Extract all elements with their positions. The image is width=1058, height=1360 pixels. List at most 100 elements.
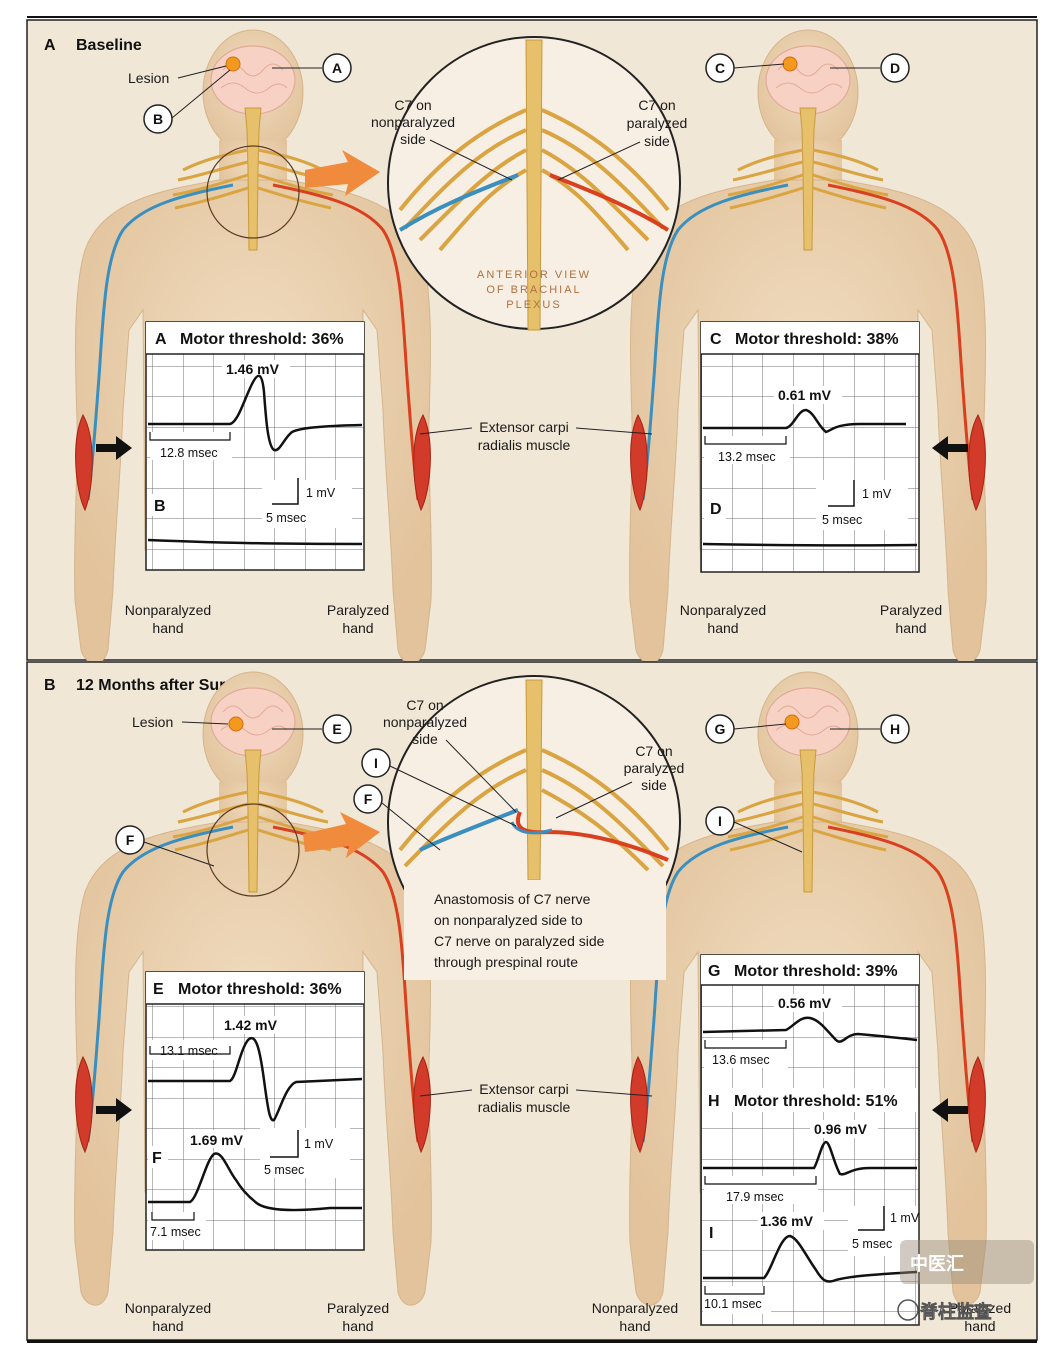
panel-f-latency: 7.1 msec (150, 1225, 201, 1239)
c7-nonparalyzed-b-2: nonparalyzed (383, 714, 467, 730)
anastomosis-2: on nonparalyzed side to (434, 912, 583, 928)
c7-paralyzed-b-1: C7 on (635, 743, 672, 759)
hand-paralyzed-b-2: hand (342, 1318, 373, 1334)
neck-zoom-ring-b (206, 803, 300, 897)
hand-nonparalyzed-b-3: Nonparalyzed (592, 1300, 678, 1316)
extensor-label-b-2: radialis muscle (478, 1099, 571, 1115)
hand-nonparalyzed-a-1: Nonparalyzed (125, 602, 211, 618)
panel-e-letter: E (153, 981, 164, 998)
panel-f-letter: F (152, 1150, 162, 1167)
hand-nonparalyzed-a-3: Nonparalyzed (680, 602, 766, 618)
section-a-title: Baseline (76, 37, 142, 54)
callout-a: A (332, 60, 342, 76)
hand-paralyzed-b-3: Paralyzed (949, 1300, 1011, 1316)
panel-a-scale-v: 1 mV (306, 486, 336, 500)
section-a-letter: A (44, 37, 56, 54)
anterior-view-3: PLEXUS (506, 299, 561, 311)
callout-i-right: I (718, 813, 722, 829)
watermark-line1: 中医汇 (910, 1253, 964, 1274)
c7-nonparalyzed-b-3: side (412, 731, 438, 747)
hand-paralyzed-a-3: Paralyzed (880, 602, 942, 618)
extensor-label-a-2: radialis muscle (478, 437, 571, 453)
panel-e-title: Motor threshold: 36% (178, 981, 342, 998)
panel-h-title: Motor threshold: 51% (734, 1093, 898, 1110)
mep-panel-c: C Motor threshold: 38% 0.61 mV 13.2 msec… (700, 321, 920, 573)
callout-b: B (153, 111, 163, 127)
c7-paralyzed-a-2: paralyzed (627, 115, 688, 131)
anastomosis-1: Anastomosis of C7 nerve (434, 891, 591, 907)
section-after-surgery: B 12 Months after Surgery Lesion E F G H… (26, 661, 1038, 1341)
panel-a-scale-t: 5 msec (266, 511, 306, 525)
panel-g-letter: G (708, 963, 720, 980)
section-baseline: A Baseline Lesion A B C D (26, 19, 1038, 665)
extensor-label-a-1: Extensor carpi (479, 419, 568, 435)
panel-h-amplitude: 0.96 mV (814, 1121, 868, 1137)
arrow-left-a (932, 436, 968, 460)
hand-paralyzed-b-4: hand (964, 1318, 995, 1334)
callout-d: D (890, 60, 900, 76)
panel-c-latency: 13.2 msec (718, 450, 776, 464)
mep-panel-e: E Motor threshold: 36% 1.42 mV 13.1 msec… (145, 971, 365, 1251)
panel-g-latency: 13.6 msec (712, 1053, 770, 1067)
watermark-line2: 脊柱监查 (919, 1301, 992, 1322)
c7-paralyzed-a-3: side (644, 133, 670, 149)
anastomosis-4: through prespinal route (434, 954, 578, 970)
zoom-arrow-a (305, 150, 380, 196)
lesion-label-a: Lesion (128, 70, 169, 86)
c7-nonparalyzed-a-2: nonparalyzed (371, 114, 455, 130)
anterior-view-2: OF BRACHIAL (486, 284, 581, 296)
panel-e-latency: 13.1 msec (160, 1044, 218, 1058)
zoom-arrow-b (303, 812, 380, 858)
hand-paralyzed-a-2: hand (342, 620, 373, 636)
panel-g-amplitude: 0.56 mV (778, 995, 832, 1011)
watermark: 中医汇 脊柱监查 (897, 1240, 1034, 1322)
panel-a-title: Motor threshold: 36% (180, 331, 344, 348)
panel-h-scale-v: 1 mV (890, 1211, 920, 1225)
hand-nonparalyzed-b-4: hand (619, 1318, 650, 1334)
extensor-label-b-1: Extensor carpi (479, 1081, 568, 1097)
panel-h-letter: H (708, 1093, 720, 1110)
arrow-left-b (932, 1098, 968, 1122)
lesion-marker-c (782, 56, 798, 72)
panel-e-amplitude: 1.42 mV (224, 1017, 278, 1033)
c7-paralyzed-a-1: C7 on (638, 97, 675, 113)
callout-i-zoom: I (374, 755, 378, 771)
panel-c-amplitude: 0.61 mV (778, 387, 832, 403)
section-b-letter: B (44, 677, 56, 694)
mep-panel-a: A Motor threshold: 36% 1.46 mV 12.8 msec… (145, 321, 365, 571)
c7-paralyzed-b-3: side (641, 777, 667, 793)
hand-nonparalyzed-b-2: hand (152, 1318, 183, 1334)
hand-paralyzed-a-1: Paralyzed (327, 602, 389, 618)
panel-f-amplitude: 1.69 mV (190, 1132, 244, 1148)
callout-h: H (890, 721, 900, 737)
top-rule (27, 16, 1037, 18)
panel-c-title: Motor threshold: 38% (735, 331, 899, 348)
lesion-marker-e (228, 716, 244, 732)
brachial-plexus-zoom-b (387, 675, 681, 980)
callout-e: E (332, 721, 341, 737)
c7-nonparalyzed-a-3: side (400, 131, 426, 147)
callout-f-zoom: F (364, 791, 373, 807)
arrow-right-b (96, 1098, 132, 1122)
panel-a-latency: 12.8 msec (160, 446, 218, 460)
c7-nonparalyzed-b-1: C7 on (406, 697, 443, 713)
panel-h-latency: 17.9 msec (726, 1190, 784, 1204)
panel-c-scale-t: 5 msec (822, 513, 862, 527)
callout-g: G (715, 721, 726, 737)
chat-icon (897, 1299, 919, 1321)
callout-f: F (126, 832, 135, 848)
panel-c-letter: C (710, 331, 722, 348)
panel-h-scale-t: 5 msec (852, 1237, 892, 1251)
c7-paralyzed-b-2: paralyzed (624, 760, 685, 776)
hand-nonparalyzed-a-4: hand (707, 620, 738, 636)
lesion-label-b: Lesion (132, 714, 173, 730)
panel-b-letter: B (154, 498, 166, 515)
c7-nonparalyzed-a-1: C7 on (394, 97, 431, 113)
panel-i-letter: I (709, 1225, 713, 1242)
neck-zoom-ring-a (206, 145, 300, 239)
bottom-rule (27, 1340, 1037, 1343)
panel-c-scale-v: 1 mV (862, 487, 892, 501)
panel-a-letter: A (155, 331, 167, 348)
arrow-right-a (96, 436, 132, 460)
